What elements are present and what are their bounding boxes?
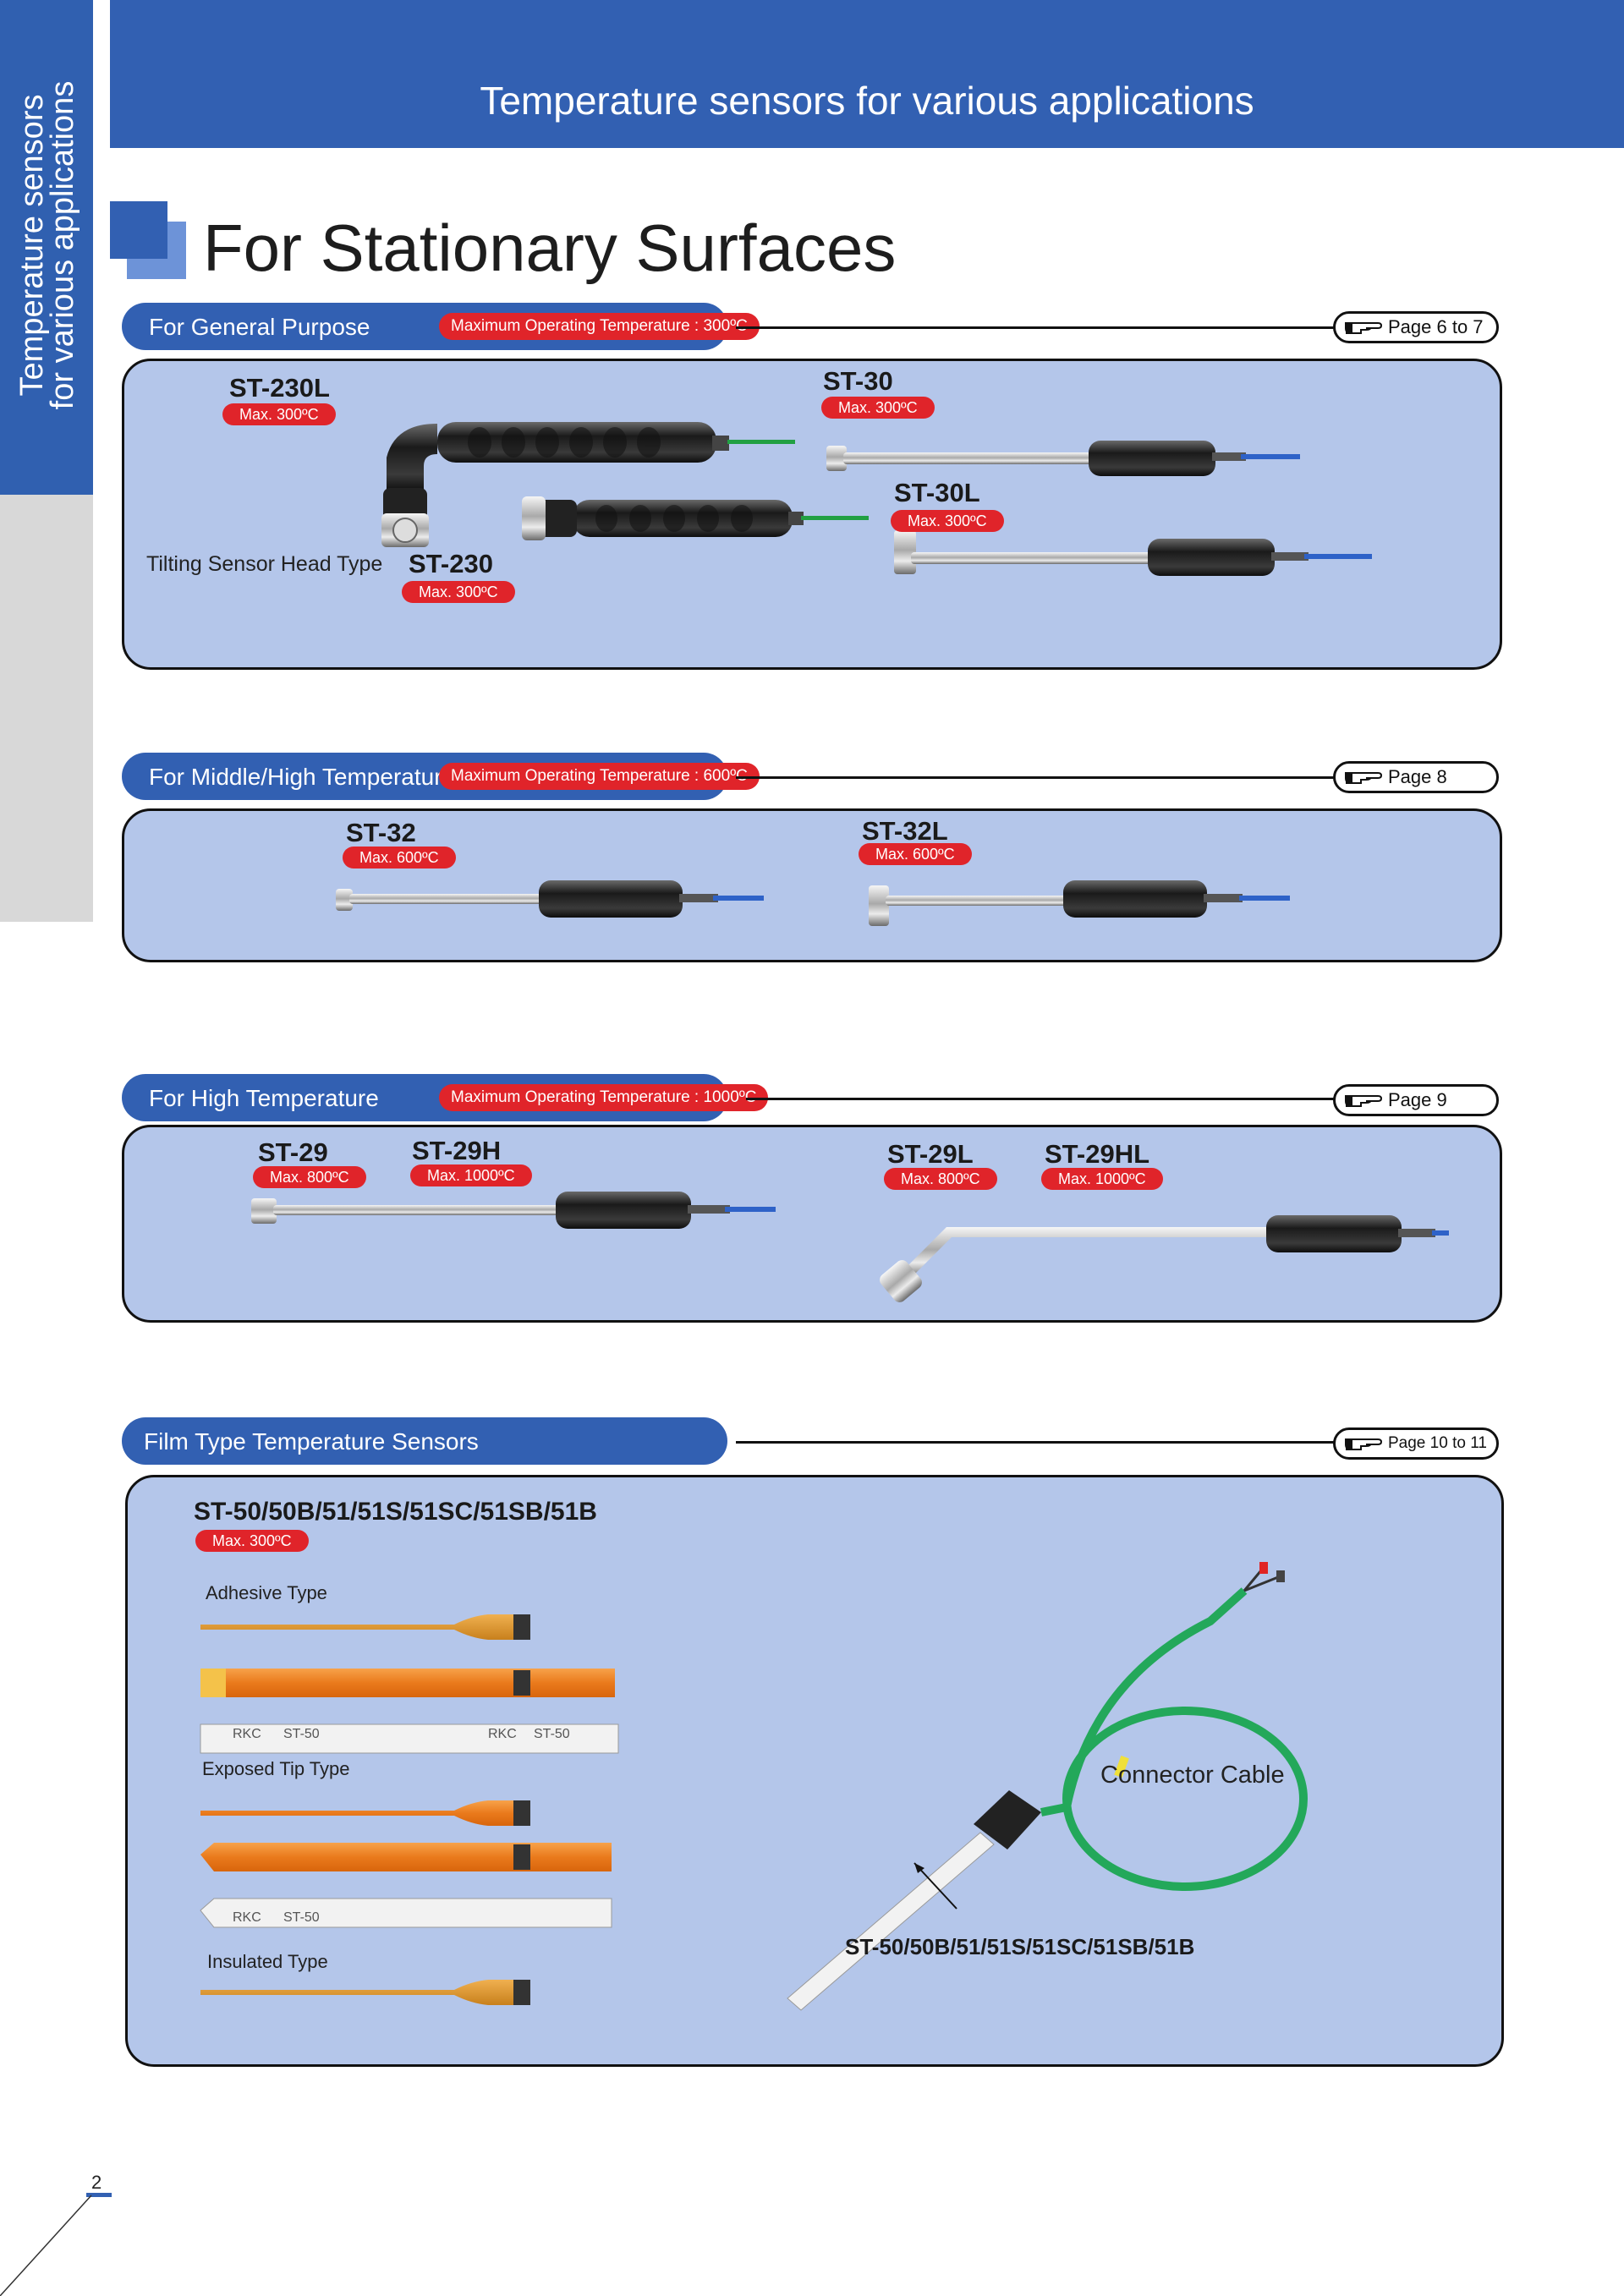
model-st-30l: ST-30L [894, 478, 980, 507]
section-label: For Middle/High Temperature [149, 764, 456, 790]
page-ref-text: Page 10 to 11 [1388, 1434, 1487, 1452]
section-header-middle-high: For Middle/High Temperature Maximum Oper… [122, 753, 760, 800]
max-temp-badge: Maximum Operating Temperature : 1000ºC [439, 1084, 769, 1111]
pointing-hand-icon [1345, 772, 1383, 784]
side-tab-line2: for various applications [45, 80, 80, 410]
max-badge-st-29h: Max. 1000ºC [410, 1164, 532, 1186]
product-panel-film: ST-50/50B/51/51S/51SC/51SB/51B Max. 300º… [125, 1475, 1504, 2067]
connector-cable-label: Connector Cable [1100, 1762, 1285, 1789]
corner-decoration [0, 2193, 112, 2296]
model-st-29l: ST-29L [887, 1139, 974, 1169]
page-ref-link[interactable]: Page 8 [1333, 761, 1499, 793]
model-st-50-series: ST-50/50B/51/51S/51SC/51SB/51B [194, 1498, 597, 1526]
pointing-hand-icon [1345, 322, 1383, 334]
divider-line [746, 1098, 1336, 1100]
type-insulated: Insulated Type [207, 1951, 328, 1972]
model-st-29h: ST-29H [412, 1136, 502, 1165]
page-number: 2 [91, 2172, 102, 2193]
max-badge-st-50: Max. 300ºC [195, 1530, 309, 1552]
product-panel-middle-high: ST-32 Max. 600ºC ST-32L Max. 600ºC [122, 808, 1502, 962]
max-temp-badge: Maximum Operating Temperature : 600ºC [439, 763, 760, 790]
pointing-hand-icon [1345, 1438, 1383, 1450]
divider-line [736, 776, 1336, 779]
max-badge-st-29l: Max. 800ºC [884, 1168, 997, 1190]
max-badge-st-32: Max. 600ºC [343, 847, 456, 869]
probe-st-30-image [826, 441, 1372, 576]
probe-st-32-image [336, 880, 1290, 926]
side-tab-text: Temperature sensors for various applicat… [14, 8, 80, 482]
side-tab-gray [0, 495, 93, 922]
film-label-rkc: RKC [488, 1727, 517, 1741]
section-header-film: Film Type Temperature Sensors [122, 1417, 727, 1465]
page-ref-text: Page 8 [1388, 766, 1447, 787]
model-st-30: ST-30 [823, 366, 893, 396]
product-panel-high: ST-29 Max. 800ºC ST-29H Max. 1000ºC ST-2… [122, 1125, 1502, 1323]
page-title: For Stationary Surfaces [203, 211, 897, 285]
header-banner: Temperature sensors for various applicat… [110, 0, 1624, 148]
film-label-rkc: RKC [233, 1727, 261, 1741]
product-panel-general: ST-230L Max. 300ºC Tilting Sensor Head T… [122, 359, 1502, 670]
section-header-high: For High Temperature Maximum Operating T… [122, 1074, 769, 1121]
max-temp-badge: Maximum Operating Temperature : 300ºC [439, 313, 760, 340]
connector-cable-image [787, 1562, 1308, 2011]
tilting-note: Tilting Sensor Head Type [146, 552, 383, 576]
page-ref-text: Page 9 [1388, 1089, 1447, 1110]
max-badge-st-29hl: Max. 1000ºC [1041, 1168, 1163, 1190]
callout-st-50-series: ST-50/50B/51/51S/51SC/51SB/51B [845, 1934, 1195, 1959]
film-label-st50: ST-50 [283, 1910, 320, 1925]
film-label-rkc: RKC [233, 1910, 261, 1925]
max-badge-st-230: Max. 300ºC [402, 581, 515, 603]
section-label: For High Temperature [149, 1085, 379, 1111]
divider-line [736, 1441, 1336, 1444]
page-ref-text: Page 6 to 7 [1388, 316, 1484, 337]
model-st-29hl: ST-29HL [1045, 1139, 1150, 1169]
film-label-st50: ST-50 [534, 1727, 570, 1741]
max-badge-st-29: Max. 800ºC [253, 1166, 366, 1188]
max-badge-st-30: Max. 300ºC [821, 397, 935, 419]
page-ref-link[interactable]: Page 9 [1333, 1084, 1499, 1116]
max-badge-st-32l: Max. 600ºC [859, 843, 972, 865]
title-square-icon-front [110, 201, 167, 259]
pointing-hand-icon [1345, 1095, 1383, 1107]
probe-st-230l-image [381, 422, 869, 547]
model-st-32: ST-32 [346, 818, 416, 847]
film-sensor-strips-image [200, 1614, 619, 2005]
side-tab-line1: Temperature sensors [14, 94, 50, 397]
page-ref-link[interactable]: Page 6 to 7 [1333, 311, 1499, 343]
page-ref-link[interactable]: Page 10 to 11 [1333, 1427, 1499, 1460]
max-badge-st-30l: Max. 300ºC [891, 510, 1004, 532]
section-label: Film Type Temperature Sensors [144, 1428, 479, 1455]
side-tab [0, 0, 93, 495]
type-adhesive: Adhesive Type [206, 1582, 327, 1603]
model-st-29: ST-29 [258, 1137, 328, 1167]
section-label: For General Purpose [149, 314, 370, 340]
header-title: Temperature sensors for various applicat… [480, 79, 1254, 123]
divider-line [736, 326, 1336, 329]
probe-st-29-image [251, 1192, 1449, 1302]
max-badge-st-230l: Max. 300ºC [222, 403, 336, 425]
section-header-general: For General Purpose Maximum Operating Te… [122, 303, 760, 350]
film-label-st50: ST-50 [283, 1727, 320, 1741]
model-st-230: ST-230 [409, 549, 493, 578]
model-st-32l: ST-32L [862, 816, 948, 846]
model-st-230l: ST-230L [229, 373, 330, 403]
type-exposed-tip: Exposed Tip Type [202, 1758, 350, 1779]
